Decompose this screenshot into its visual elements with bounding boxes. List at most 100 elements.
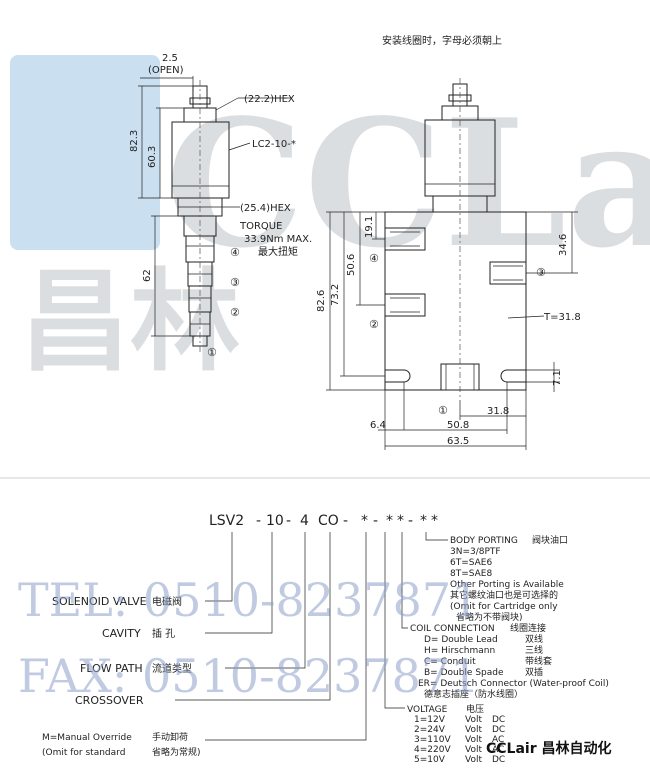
volt-2-unit: Volt — [465, 735, 482, 745]
label-cavity: CAVITY — [102, 627, 141, 640]
dim-50-8: 50.8 — [447, 420, 469, 431]
coil-line-2-cn: 带线套 — [525, 655, 552, 667]
dim-82-6: 82.6 — [316, 290, 327, 312]
watermark-fax: FAX: 0510-8237871 — [18, 649, 479, 703]
dim-open-label: (OPEN) — [148, 65, 184, 76]
volt-2-type: AC — [492, 735, 504, 745]
label-omit: (Omit for standard — [42, 748, 125, 758]
label-crossover: CROSSOVER — [75, 694, 144, 707]
model-part-13: * — [431, 513, 438, 529]
model-part-2: 10 — [266, 513, 284, 529]
model-part-7: * — [361, 513, 368, 529]
volt-4-unit: Volt — [465, 755, 482, 765]
volt-0-code: 1=12V — [414, 715, 446, 725]
model-part-11: - — [408, 513, 413, 529]
model-part-5: CO — [318, 513, 339, 529]
coil-conn-cn: 线圈连接 — [510, 622, 546, 634]
port-2-right: ② — [369, 318, 379, 331]
label-manual-cn: 手动卸荷 — [152, 731, 188, 743]
port-2-left: ② — [230, 306, 240, 319]
volt-3-unit: Volt — [465, 745, 482, 755]
label-omit-cn: 省略为常规) — [152, 746, 201, 758]
port-3-left: ③ — [230, 276, 240, 289]
body-line-4: 其它螺纹油口也是可选择的 — [450, 589, 558, 601]
torque-cn: 最大扭矩 — [258, 245, 298, 258]
coil-line-1: H= Hirschmann — [424, 646, 495, 656]
port-3-right: ③ — [536, 266, 546, 279]
torque-label: TORQUE — [239, 221, 282, 232]
volt-3-code: 4=220V — [414, 745, 451, 755]
body-porting: BODY PORTING — [450, 536, 518, 546]
watermark-logo: CCLair 昌林 — [10, 55, 650, 386]
dim-63-5: 63.5 — [447, 436, 469, 447]
body-line-5: (Omit for Cartridge only — [450, 602, 558, 612]
voltage-cn: 电压 — [466, 703, 484, 715]
dim-50-6: 50.6 — [346, 254, 357, 276]
dim-t: T=31.8 — [543, 312, 581, 323]
dim-open: 2.5 — [162, 53, 178, 64]
voltage-rows: 1=12V Volt DC 2=24V Volt DC 3=110V Volt … — [414, 715, 505, 765]
watermark-tel: TEL: 0510-8237871 — [18, 573, 480, 627]
port-1-right: ① — [438, 404, 448, 417]
model-part-6: - — [343, 513, 348, 529]
port-4-right: ④ — [369, 252, 379, 265]
volt-4-type: DC — [492, 755, 505, 765]
coil-line-0-cn: 双线 — [525, 633, 543, 645]
model-part-3: - — [286, 513, 291, 529]
body-line-1: 6T=SAE6 — [450, 558, 492, 568]
body-line-0: 3N=3/8PTF — [450, 547, 501, 557]
dim-7-1: 7.1 — [552, 370, 563, 386]
coil-line-3: B= Double Spade — [424, 668, 504, 678]
dim-34-6: 34.6 — [558, 234, 569, 256]
volt-0-type: DC — [492, 715, 505, 725]
body-view: 82.6 73.2 50.6 19.1 ④ ② 34.6 ③ T=31.8 7.… — [316, 78, 581, 450]
label-flow-cn: 流道类型 — [152, 662, 192, 675]
dim-62: 62 — [142, 269, 153, 282]
coil-line-4: ER= Deutsch Connector (Water-proof Coil) — [418, 679, 609, 689]
volt-4-code: 5=10V — [414, 755, 446, 765]
volt-0-unit: Volt — [465, 715, 482, 725]
model-part-4: 4 — [300, 513, 309, 529]
cartridge-view: 2.5 (OPEN) 82.3 60.3 62 (22.2)HEX LC2-10… — [129, 53, 312, 359]
dim-60-3: 60.3 — [147, 146, 158, 168]
label-flow: FLOW PATH — [80, 662, 143, 675]
coil-line-5: 德意志插座（防水线圈） — [424, 688, 523, 700]
watermark-brand: CCLair — [165, 82, 650, 287]
model-part-9: * — [386, 513, 393, 529]
coil-conn: COIL CONNECTION — [410, 624, 495, 634]
coil-line-1-cn: 三线 — [525, 644, 543, 656]
body-line-2: 8T=SAE8 — [450, 569, 492, 579]
watermark-brand-cn: 昌林 — [20, 258, 240, 386]
label-solenoid: SOLENOID VALVE — [52, 595, 147, 608]
install-note: 安装线圈时，字母必须朝上 — [382, 34, 502, 47]
body-line-6: 省略为不带阀块) — [456, 611, 523, 623]
coil-line-0: D= Double Lead — [424, 635, 498, 645]
footer-brand: CCLair 昌林自动化 — [486, 740, 612, 757]
volt-1-code: 2=24V — [414, 725, 446, 735]
body-porting-cn: 阀块油口 — [532, 534, 568, 546]
model-part-10: * — [397, 513, 404, 529]
torque-value: 33.9Nm MAX. — [244, 234, 312, 245]
volt-3-type: AC — [492, 745, 504, 755]
port-4-left: ④ — [230, 246, 240, 259]
dim-19-1: 19.1 — [364, 216, 375, 238]
volt-1-type: DC — [492, 725, 505, 735]
model-part-12: * — [420, 513, 427, 529]
voltage: VOLTAGE — [407, 705, 448, 715]
ordering-code: LSV2 - 10 - 4 CO - * - * * - * * SOLENOI… — [42, 513, 609, 765]
label-solenoid-cn: 电磁阀 — [152, 595, 182, 608]
body-line-3: Other Porting is Available — [450, 580, 564, 590]
hex-22: (22.2)HEX — [244, 94, 295, 105]
model-part-0: LSV2 — [209, 513, 244, 529]
label-cavity-cn: 插 孔 — [152, 627, 175, 640]
hex-25: (25.4)HEX — [240, 203, 291, 214]
label-manual: M=Manual Override — [42, 733, 132, 743]
coil-line-2: C= Conduit — [424, 657, 476, 667]
dim-6-4: 6.4 — [370, 420, 386, 431]
lc-label: LC2-10-* — [252, 139, 296, 150]
dim-82-3: 82.3 — [129, 130, 140, 152]
model-part-1: - — [256, 513, 261, 529]
dim-31-8: 31.8 — [487, 406, 509, 417]
coil-line-3-cn: 双插 — [525, 666, 543, 678]
